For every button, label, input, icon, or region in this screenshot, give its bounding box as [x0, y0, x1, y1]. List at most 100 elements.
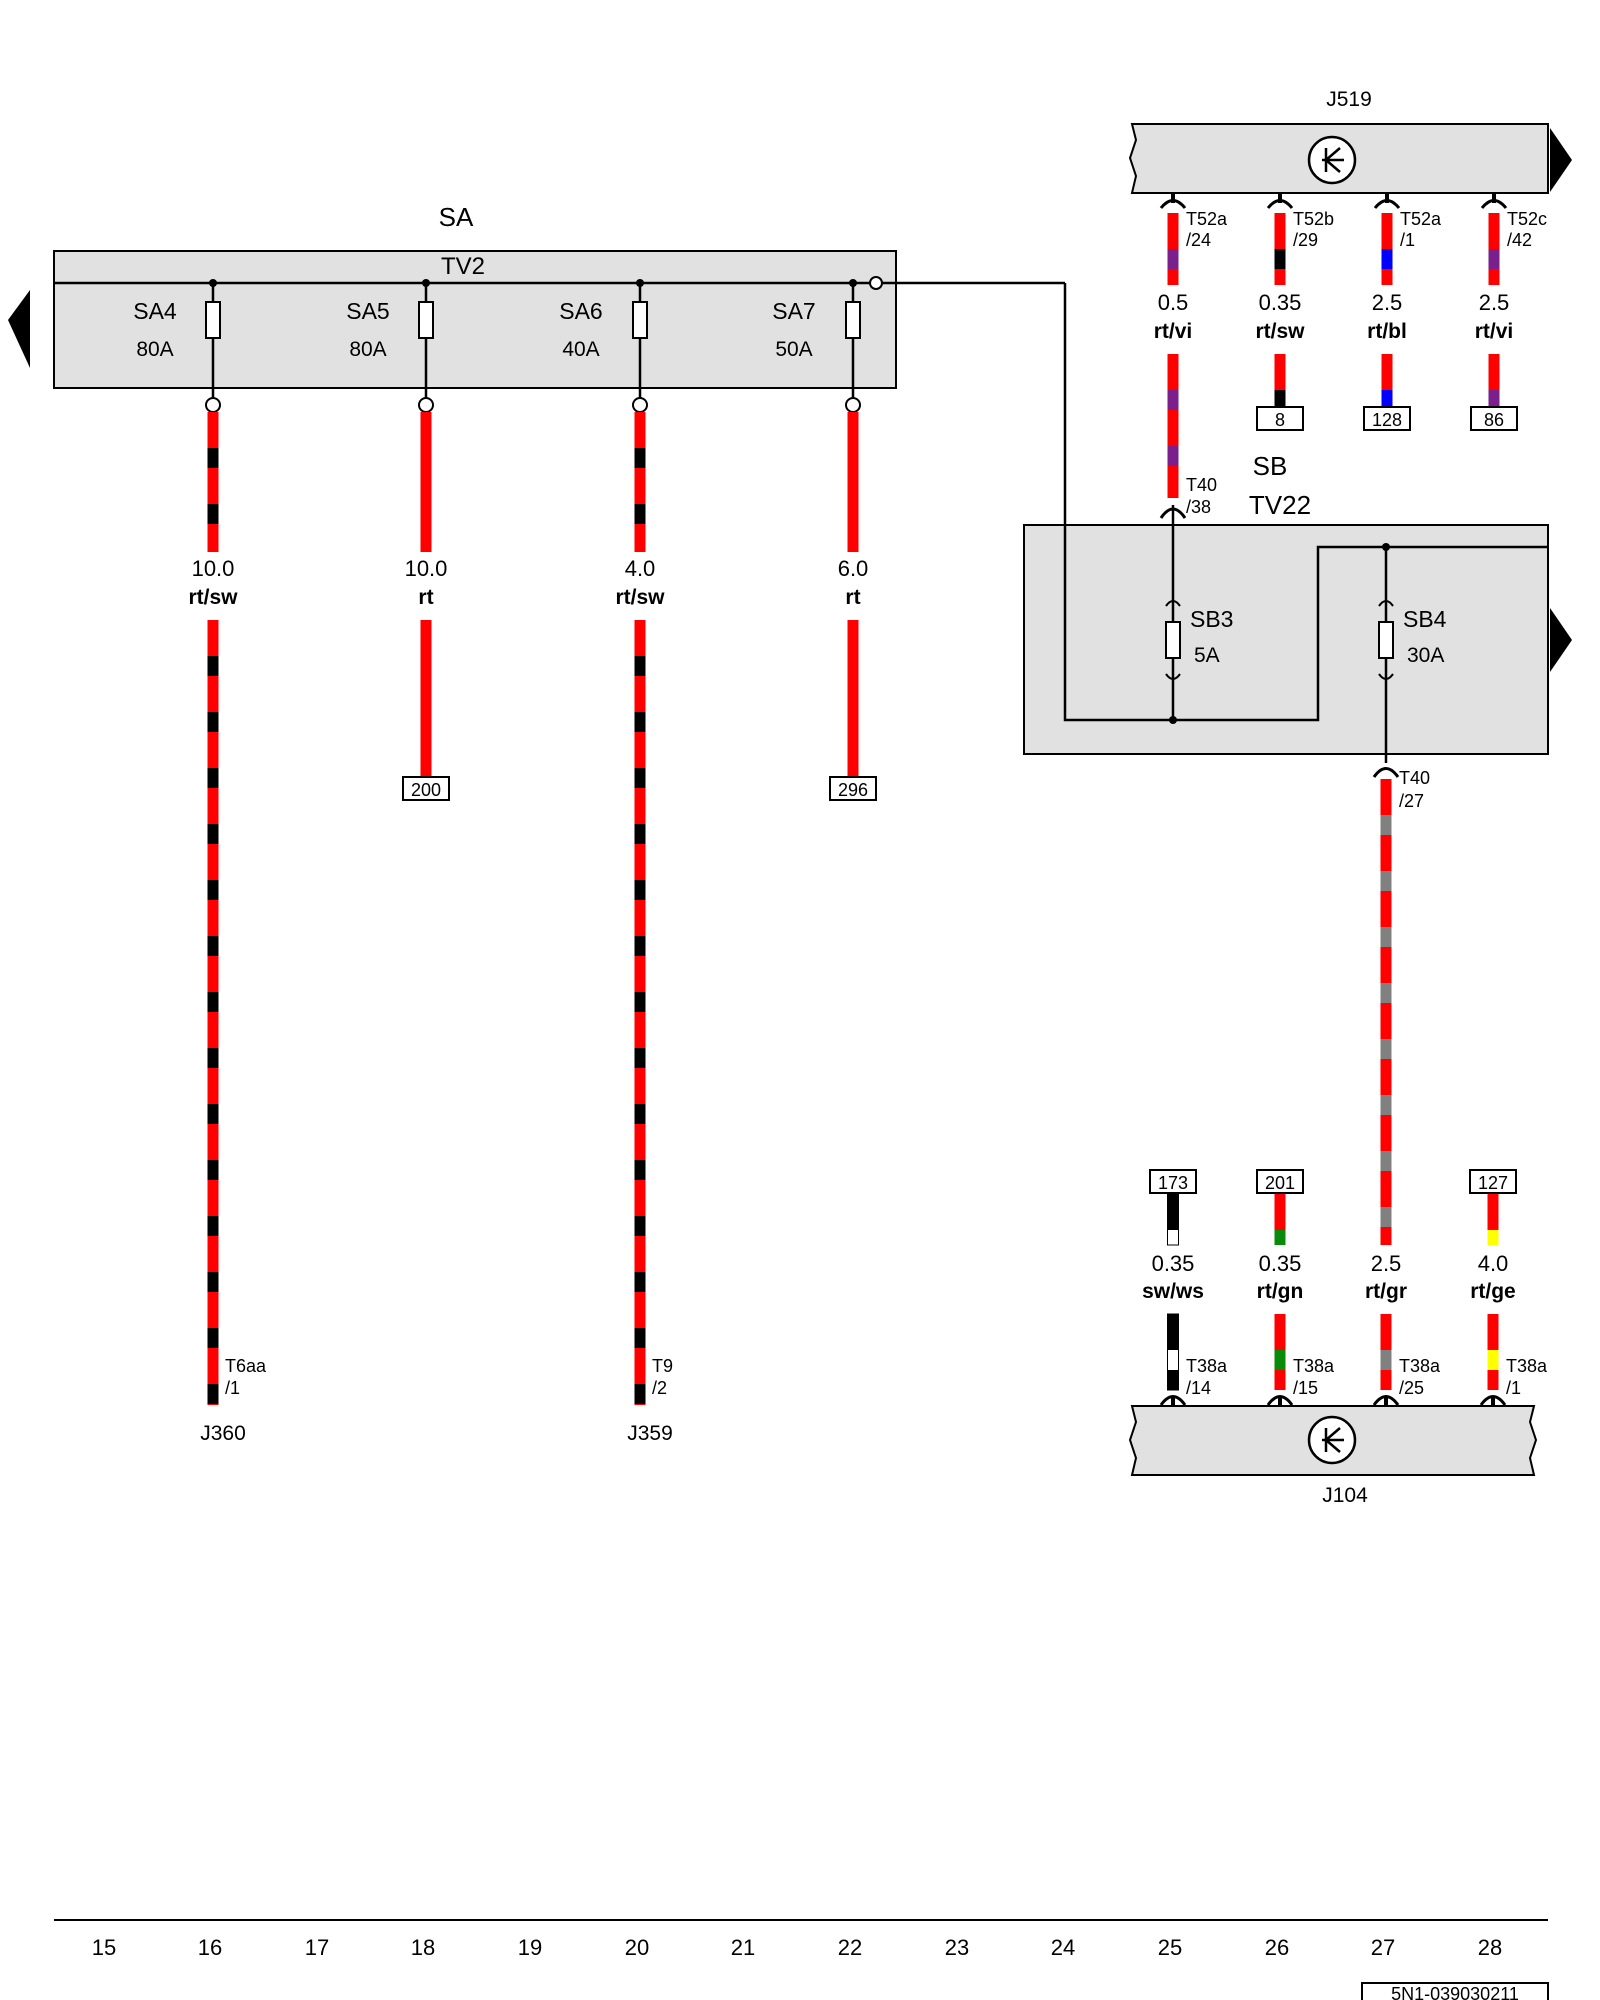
sa-fuse-name: SA7 [772, 298, 815, 324]
reference-label: 201 [1265, 1173, 1295, 1193]
sa-wire: 10.0 rt/sw T6aa /1 J360 [188, 412, 267, 1445]
sb-fuse-name: SB4 [1403, 606, 1447, 632]
wire-stripe [207, 1160, 219, 1180]
wire-color-code: rt/sw [1255, 320, 1305, 343]
wire-color-code: rt/sw [188, 586, 238, 609]
j104-pin: 127 4.0 rt/ge T38a /1 [1469, 1169, 1548, 1408]
sa-panel [53, 250, 897, 389]
wire-color-code: rt [845, 586, 860, 609]
wire-segment [1167, 354, 1179, 498]
wire-stripe [1380, 871, 1392, 891]
wire-stripe [1380, 815, 1392, 835]
wire-stripe [1167, 390, 1179, 410]
wire-segment [1381, 213, 1393, 285]
connector-label: T40 [1399, 768, 1430, 788]
wire-stripe [1381, 249, 1393, 269]
wire-color-code: rt [418, 586, 433, 609]
wire-segment [420, 620, 432, 776]
wire-base [420, 620, 432, 776]
connector-label: T38a [1186, 1356, 1228, 1376]
wire-segment [1487, 1194, 1499, 1245]
sa-fuse-name: SA5 [346, 298, 389, 324]
reference-box [1363, 406, 1411, 431]
wire-stripe [634, 712, 646, 732]
sb-bar-label: TV22 [1249, 490, 1311, 520]
wire-color-code: rt/vi [1475, 320, 1514, 343]
wire-stripe [207, 824, 219, 844]
wire-segment [1488, 213, 1500, 285]
wire-stripe [634, 936, 646, 956]
sb-panel [1023, 524, 1549, 755]
wire-stripe [1167, 1230, 1179, 1245]
reference-box [829, 776, 877, 801]
sb-fuse-name: SB3 [1190, 606, 1233, 632]
connector-pin: /24 [1186, 230, 1211, 250]
sb-fuse-box: SB TV22 T40 /38 [1023, 283, 1572, 763]
column-number: 15 [92, 1935, 116, 1960]
wire-base [1381, 354, 1393, 406]
connector-pin: /2 [652, 1378, 667, 1398]
column-number: 26 [1265, 1935, 1289, 1960]
wire-stripe [1380, 983, 1392, 1003]
connector-label: T40 [1186, 475, 1217, 495]
terminal-icon [205, 397, 221, 413]
wire-stripe [207, 448, 219, 468]
wire-base [207, 620, 219, 1405]
wire-stripe [1380, 1151, 1392, 1171]
wire-segment [1274, 1194, 1286, 1245]
sa-title: SA [439, 202, 474, 232]
wire-segment [1167, 1313, 1179, 1391]
column-number: 17 [305, 1935, 329, 1960]
wire-stripe [1487, 1230, 1499, 1245]
column-number: 23 [945, 1935, 969, 1960]
column-number: 22 [838, 1935, 862, 1960]
j519-pin: T52c /42 2.5 rt/vi 86 [1470, 193, 1547, 431]
connector-icon [1266, 1395, 1294, 1406]
sa-wire: 10.0 rt 200 [402, 412, 450, 801]
j519-pin: T52a /1 2.5 rt/bl 128 [1363, 193, 1442, 431]
wire-base [1167, 354, 1179, 498]
connector-pin: /14 [1186, 1378, 1211, 1398]
wire-segment [1274, 213, 1286, 285]
sa-fuse: SA6 40A [559, 279, 648, 413]
wire-stripe [634, 768, 646, 788]
sa-fuse-amp: 80A [349, 338, 386, 361]
wire-color-code: rt/vi [1154, 320, 1193, 343]
wire-base [1488, 354, 1500, 406]
wire-segment [1274, 354, 1286, 406]
sa-fuse-box: SA TV2 [8, 202, 1065, 389]
wire-color-code: rt/gn [1257, 1280, 1304, 1303]
wire-stripe [207, 768, 219, 788]
wire-stripe [634, 1384, 646, 1404]
column-number: 18 [411, 1935, 435, 1960]
sa-fuse: SA4 80A [133, 279, 221, 413]
reference-label: 296 [838, 780, 868, 800]
wire-stripe [634, 1160, 646, 1180]
sa-fuse-amp: 50A [775, 338, 812, 361]
wire-stripe [1487, 1350, 1499, 1370]
wire-stripe [207, 1384, 219, 1404]
wire-size: 0.35 [1259, 1251, 1302, 1276]
wire-color-code: rt/ge [1470, 1280, 1516, 1303]
connector-label: T52b [1293, 209, 1334, 229]
wire-stripe [207, 1328, 219, 1348]
wire-base [847, 412, 859, 552]
wire-stripe [207, 1104, 219, 1124]
wire-stripe [1380, 1207, 1392, 1227]
wire-base [1274, 354, 1286, 406]
column-number: 20 [625, 1935, 649, 1960]
wire-stripe [1274, 1230, 1286, 1245]
j519-pin: T52a /24 0.5 rt/vi [1154, 193, 1228, 498]
wire-stripe [634, 448, 646, 468]
connector-icon [1372, 1395, 1400, 1406]
connector-pin: /27 [1399, 791, 1424, 811]
sb-internal-wiring [1063, 283, 1548, 722]
terminal-icon [632, 397, 648, 413]
wire-stripe [207, 656, 219, 676]
wire-segment [1381, 354, 1393, 406]
wire-segment [207, 412, 219, 552]
wire-size: 2.5 [1372, 290, 1403, 315]
terminal-icon [418, 397, 434, 413]
connector-label: T38a [1506, 1356, 1548, 1376]
